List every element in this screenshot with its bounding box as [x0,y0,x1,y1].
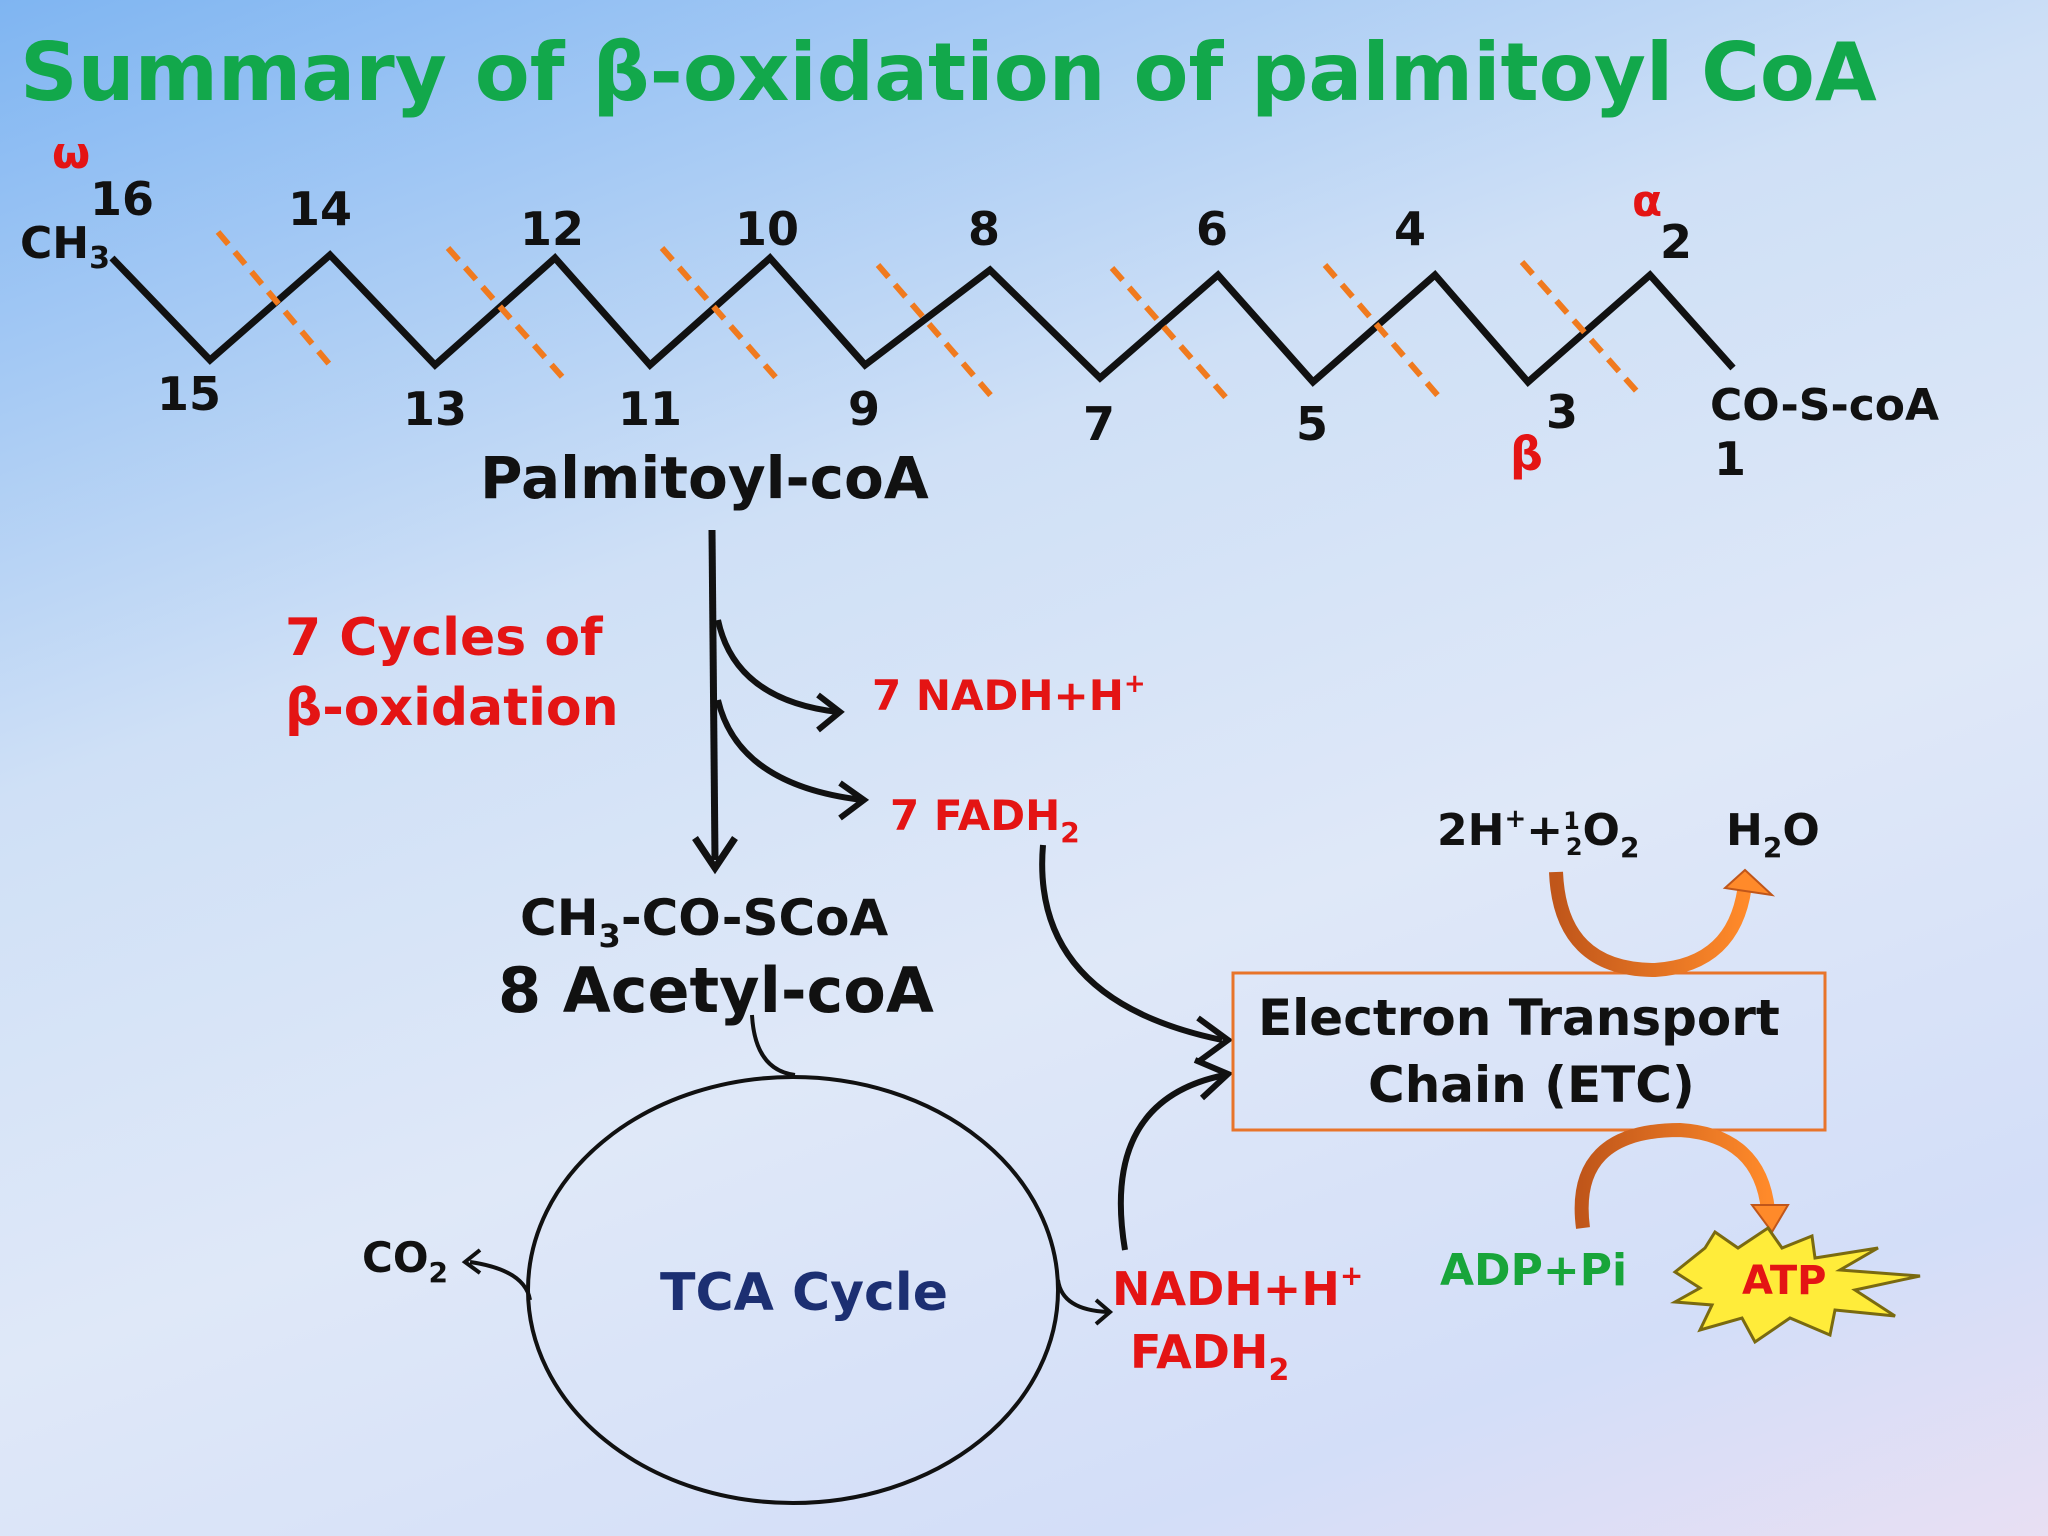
cycles-label-line1: 7 Cycles of [285,608,604,668]
co2-arrowhead [461,1248,482,1275]
beta-label: β [1510,427,1543,481]
carbon-number-1: 1 [1714,432,1746,486]
nadh-branch-arrowhead [816,692,845,733]
water-product: H2O [1726,805,1820,864]
main-arrow-shaft [708,529,719,861]
carbon-chain [109,250,1736,387]
tca-output-arrowhead [1094,1298,1114,1326]
tca-nadh-label: NADH+H+ [1112,1259,1363,1316]
omega-label: ω [52,128,90,179]
oxygen-reduction-arrowhead [1722,868,1776,897]
carbon-number-15: 15 [157,367,221,421]
carbon-number-13: 13 [403,382,467,436]
etc-label-line1: Electron Transport [1258,989,1780,1047]
cleavage-lines [215,230,1643,402]
carbon-number-11: 11 [618,382,682,436]
oxygen-reduction-arrow [1549,871,1752,978]
carbon-number-2: 2 [1660,215,1692,269]
cleavage-line [215,230,333,367]
fadh-to-etc-arrowhead [1196,1015,1234,1065]
nadh-product: 7 NADH+H+ [872,669,1146,720]
acetyl-to-tca-connector [750,1014,796,1077]
co2-arrow [469,1260,532,1301]
tca-output-arrow [1056,1279,1109,1314]
carbon-number-12: 12 [520,202,584,256]
carbon-number-8: 8 [968,202,1000,256]
terminal-group: CO-S-coA [1710,380,1939,431]
tca-to-etc-arrowhead [1193,1057,1234,1101]
carbon-number-14: 14 [288,182,352,236]
etc-box [1231,971,1827,1132]
alpha-label: α [1632,176,1662,227]
fadh-branch-arrow [715,699,863,803]
cycles-label-line2: β-oxidation [285,678,619,738]
co2-label: CO2 [362,1233,448,1289]
ch3-group: CH3 [20,218,110,276]
carbon-number-4: 4 [1394,202,1426,256]
phosphorylation-arrow [1574,1122,1775,1229]
carbon-number-9: 9 [848,382,880,436]
tca-fadh-label: FADH2 [1130,1325,1289,1388]
fadh-branch-arrowhead [838,780,870,821]
adp-label: ADP+Pi [1440,1245,1627,1296]
slide-title: Summary of β-oxidation of palmitoyl CoA [20,26,1877,119]
tca-to-etc-arrow [1117,1072,1226,1251]
fadh-product: 7 FADH2 [890,791,1080,849]
cleavage-line [1109,266,1231,402]
cleavage-line [1322,263,1443,400]
acetyl-name: 8 Acetyl-coA [498,954,934,1027]
atp-label: ATP [1742,1258,1826,1304]
cleavage-line [1519,260,1643,397]
carbon-number-7: 7 [1083,397,1115,451]
carbon-number-3: 3 [1546,385,1578,439]
molecule-name: Palmitoyl-coA [480,444,929,512]
acetyl-formula: CH3-CO-SCoA [520,889,888,955]
main-arrowhead [692,836,738,875]
carbon-number-5: 5 [1296,397,1328,451]
cleavage-line [445,246,568,382]
nadh-branch-arrow [715,619,839,715]
carbon-number-16: 16 [90,172,154,226]
carbon-number-6: 6 [1196,202,1228,256]
fadh-to-etc-arrow [1039,844,1223,1043]
tca-label: TCA Cycle [660,1263,948,1323]
carbon-number-10: 10 [735,202,799,256]
atp-starburst [1669,1225,1921,1345]
cleavage-line [659,246,781,382]
cleavage-line [875,263,996,400]
phosphorylation-arrowhead [1750,1204,1790,1234]
etc-label-line2: Chain (ETC) [1368,1056,1695,1114]
